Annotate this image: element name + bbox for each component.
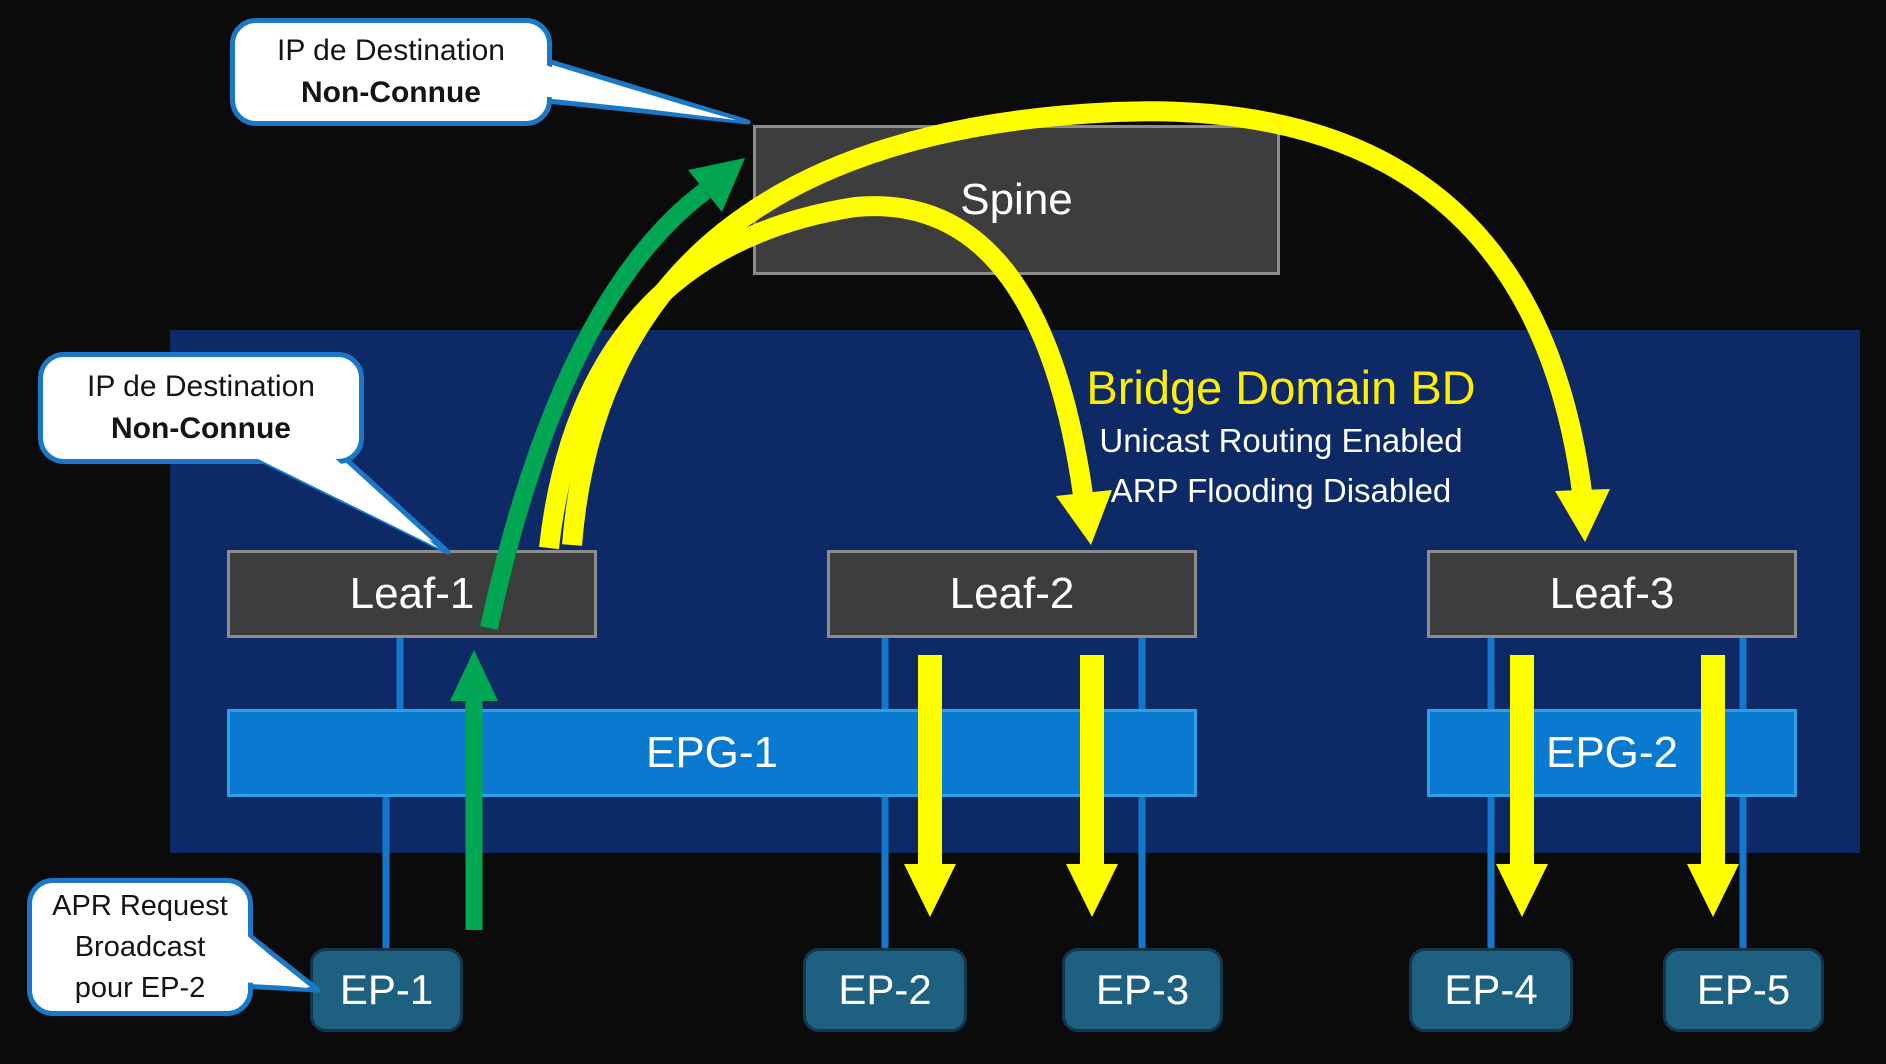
ep2-label: EP-2 bbox=[838, 966, 932, 1013]
leaf2-node: Leaf-2 bbox=[827, 550, 1197, 638]
yellow-arrow-ep3-head-icon bbox=[1066, 864, 1118, 917]
ep5-label: EP-5 bbox=[1696, 966, 1791, 1013]
callout-leaf1-line2: Non-Connue bbox=[111, 412, 291, 445]
ep1-label: EP-1 bbox=[339, 966, 434, 1013]
bridge-domain-text-block: Bridge Domain BD Unicast Routing Enabled… bbox=[995, 360, 1567, 516]
epg1-bar: EPG-1 bbox=[227, 709, 1197, 797]
leaf1-node: Leaf-1 bbox=[227, 550, 597, 638]
ep4-node: EP-4 bbox=[1409, 948, 1573, 1032]
callout-leaf1-tail bbox=[242, 449, 451, 555]
bridge-domain-title: Bridge Domain BD bbox=[1086, 361, 1476, 414]
leaf1-label: Leaf-1 bbox=[349, 569, 475, 618]
yellow-arrow-ep2-head-icon bbox=[904, 864, 956, 917]
bridge-domain-subtitle-unicast: Unicast Routing Enabled bbox=[1099, 422, 1463, 459]
callout-ep1-line2: Broadcast bbox=[74, 930, 206, 963]
callout-spine-line2: Non-Connue bbox=[301, 76, 481, 109]
ep5-node: EP-5 bbox=[1663, 948, 1824, 1032]
spine-label: Spine bbox=[960, 175, 1073, 224]
leaf2-label: Leaf-2 bbox=[949, 569, 1075, 618]
callout-spine-line1: IP de Destination bbox=[277, 34, 505, 67]
yellow-arrow-ep4-head-icon bbox=[1496, 864, 1548, 917]
green-arc-leaf1-to-spine bbox=[480, 183, 711, 630]
ep2-node: EP-2 bbox=[803, 948, 967, 1032]
epg2-bar: EPG-2 bbox=[1427, 709, 1797, 797]
leaf3-label: Leaf-3 bbox=[1549, 569, 1675, 618]
yellow-arrow-ep5-head-icon bbox=[1687, 864, 1739, 917]
epg2-label: EPG-2 bbox=[1545, 728, 1679, 777]
ep4-label: EP-4 bbox=[1444, 966, 1538, 1013]
callout-ep1-line1: APR Request bbox=[52, 889, 228, 922]
bridge-domain-subtitle-arp: ARP Flooding Disabled bbox=[1110, 472, 1452, 509]
epg1-label: EPG-1 bbox=[645, 728, 779, 777]
leaf3-node: Leaf-3 bbox=[1427, 550, 1797, 638]
callout-spine-tail bbox=[535, 55, 751, 125]
yellow-arc-leaf2-head-icon bbox=[1056, 490, 1112, 545]
callout-ep1-line3: pour EP-2 bbox=[74, 971, 206, 1004]
callout-leaf1: IP de Destination Non-Connue bbox=[38, 352, 364, 464]
green-arc-leaf1-to-spine-head-icon bbox=[688, 158, 745, 212]
ep3-node: EP-3 bbox=[1062, 948, 1223, 1032]
callout-spine: IP de Destination Non-Connue bbox=[230, 18, 552, 126]
yellow-arc-spine-to-leaf3 bbox=[562, 101, 1592, 546]
green-arrow-ep1-to-leaf1-head-icon bbox=[450, 650, 498, 701]
callout-leaf1-line1: IP de Destination bbox=[87, 370, 315, 403]
callout-ep1: APR Request Broadcast pour EP-2 bbox=[27, 878, 253, 1016]
yellow-arc-spine-to-leaf2 bbox=[539, 196, 1093, 550]
yellow-arc-leaf3-head-icon bbox=[1555, 489, 1610, 542]
ep3-label: EP-3 bbox=[1095, 966, 1190, 1013]
